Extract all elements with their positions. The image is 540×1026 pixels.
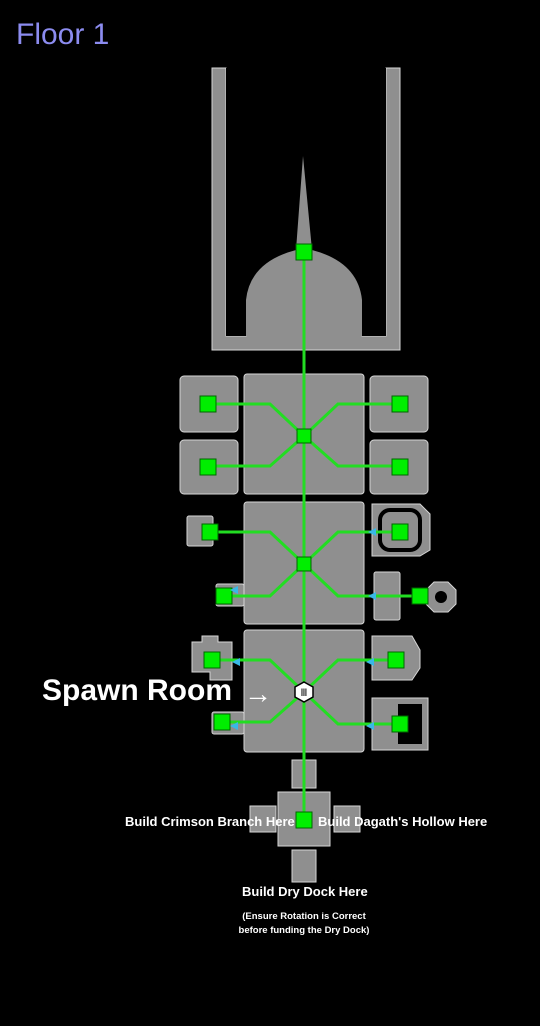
- dry-dock-note: (Ensure Rotation is Correct before fundi…: [224, 910, 384, 938]
- crimson-slot: [249, 805, 277, 833]
- node-l3: [201, 523, 219, 541]
- dagath-hollow-label: Build Dagath's Hollow Here: [318, 814, 488, 829]
- spawn-arrow: →: [244, 678, 272, 709]
- spawn-room-label: Spawn Room: [42, 674, 233, 707]
- node-r3: [391, 523, 409, 541]
- dagath-slot: [333, 805, 361, 833]
- node-bottom: [295, 811, 313, 829]
- lower-stem-3: [291, 849, 317, 883]
- node-l1: [199, 395, 217, 413]
- dry-dock-label: Build Dry Dock Here: [242, 884, 368, 899]
- node-l2: [199, 458, 217, 476]
- spawn-marker-icon: Ⅲ: [294, 681, 314, 703]
- node-r4: [411, 587, 429, 605]
- dry-dock-note-line2: before funding the Dry Dock): [238, 925, 370, 936]
- node-l6: [213, 713, 231, 731]
- crimson-branch-label: Build Crimson Branch Here: [125, 814, 295, 829]
- node-r6: [391, 715, 409, 733]
- floor-title: Floor 1: [16, 18, 110, 51]
- node-l5: [203, 651, 221, 669]
- node-r1: [391, 395, 409, 413]
- node-r2: [391, 458, 409, 476]
- node-r5: [387, 651, 405, 669]
- node-top: [295, 243, 313, 261]
- svg-text:Ⅲ: Ⅲ: [301, 688, 308, 699]
- node-l4: [215, 587, 233, 605]
- node-hub-2: [296, 556, 312, 572]
- dry-dock-note-line1: (Ensure Rotation is Correct: [242, 911, 366, 922]
- node-hub-1: [296, 428, 312, 444]
